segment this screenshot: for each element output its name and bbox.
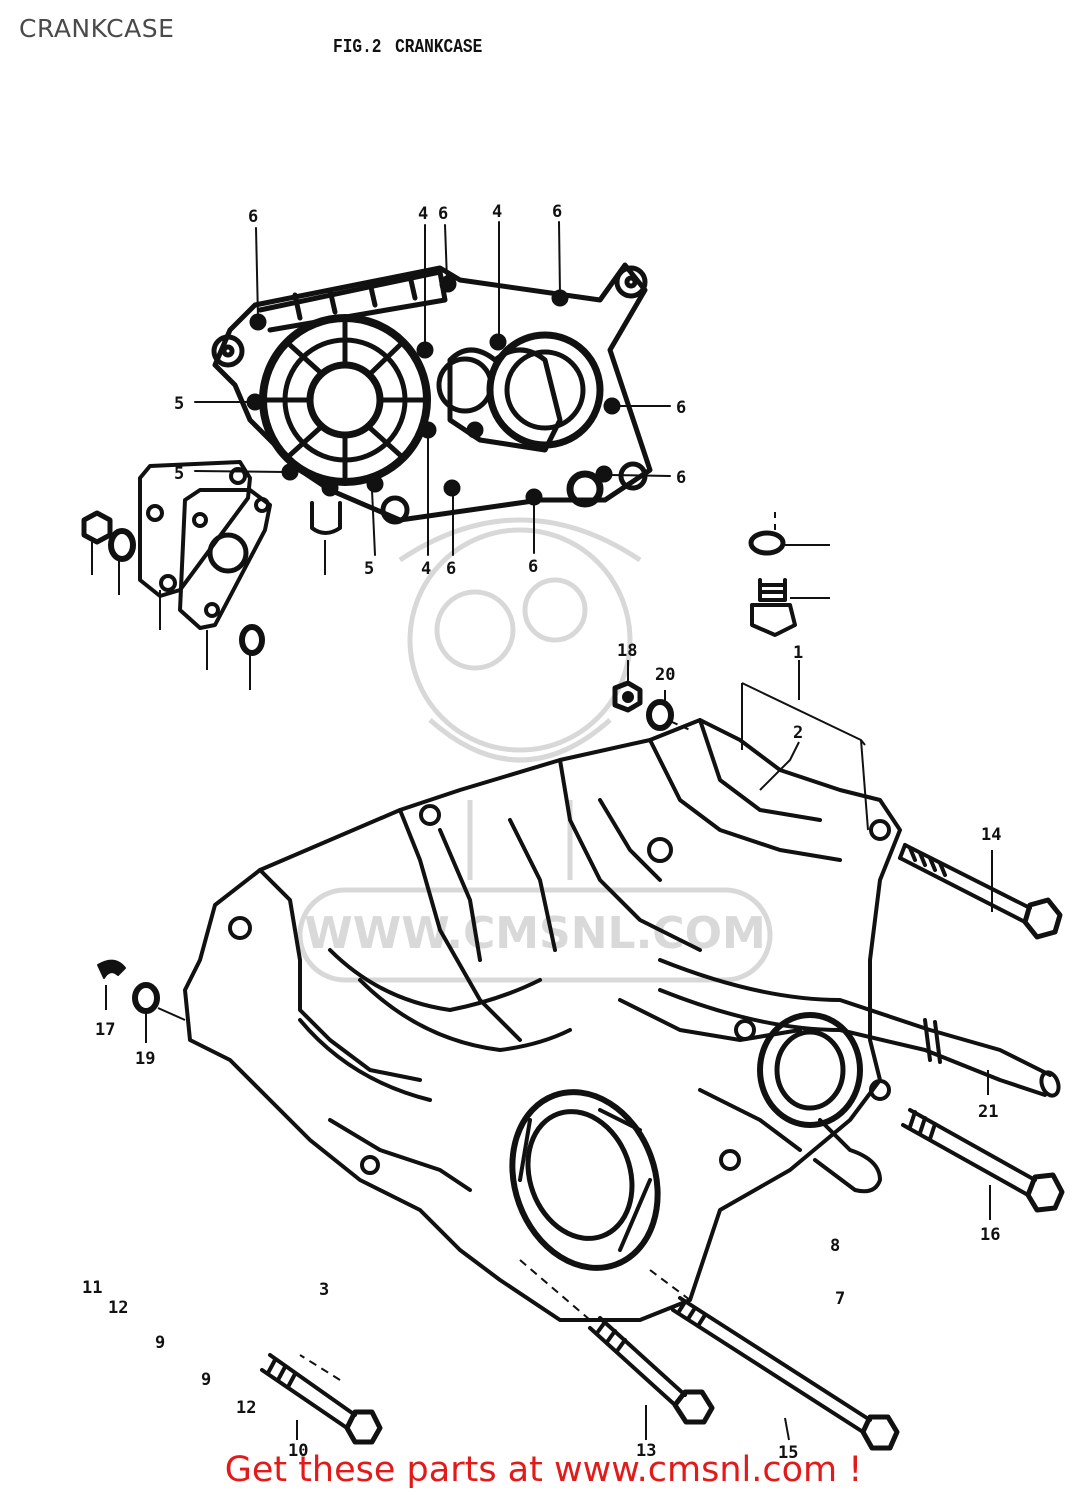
callout-label: 9 (155, 1333, 165, 1353)
parts (81, 460, 797, 1014)
part-plug-7 (750, 578, 797, 637)
part-bolt-14 (898, 843, 1063, 940)
part-washer-12b (239, 624, 265, 656)
part-washer-12a (108, 528, 136, 562)
callout-label: 8 (830, 1236, 840, 1256)
callout-label: 6 (676, 468, 686, 488)
crankcase-top-view (194, 221, 671, 556)
callout-label: 1 (793, 643, 803, 663)
callout-label: 5 (174, 464, 184, 484)
callout-label: 10 (288, 1441, 308, 1461)
callout-label: 4 (492, 202, 502, 222)
watermark-text: WWW.CMSNL.COM (304, 908, 766, 959)
callout-label: 4 (421, 559, 431, 579)
callout-label: 2 (793, 723, 803, 743)
callout-label: 19 (135, 1049, 155, 1069)
part-washer-19 (132, 982, 160, 1014)
callout-label: 6 (552, 202, 562, 222)
bolts (260, 843, 1065, 1451)
part-gaskets-9 (138, 460, 272, 630)
callout-label: 12 (108, 1298, 128, 1318)
callout-label: 16 (980, 1225, 1000, 1245)
callout-label: 9 (201, 1370, 211, 1390)
callout-label: 6 (528, 557, 538, 577)
callout-label: 6 (248, 207, 258, 227)
part-washer-8 (748, 530, 786, 556)
callout-label: 20 (655, 665, 675, 685)
callout-label: 5 (174, 394, 184, 414)
callout-label: 15 (778, 1443, 798, 1463)
callout-label: 17 (95, 1020, 115, 1040)
crankcase-exploded-view (183, 718, 1061, 1322)
part-washer-20 (646, 699, 674, 731)
callout-label: 6 (676, 398, 686, 418)
callout-label: 11 (82, 1278, 102, 1298)
figure-name: CRANKCASE (395, 36, 483, 58)
top-view-callouts: 6 4 6 4 6 5 5 6 6 5 4 6 6 (174, 202, 686, 579)
footer-promo-text: Get these parts at www.cmsnl.com ! (224, 1450, 863, 1490)
callout-label: 21 (978, 1102, 998, 1122)
callout-label: 7 (835, 1289, 845, 1309)
leader-lines (91, 510, 993, 1441)
callout-label: 6 (438, 204, 448, 224)
callout-label: 14 (981, 825, 1001, 845)
callout-label: 3 (319, 1280, 329, 1300)
callout-label: 12 (236, 1398, 256, 1418)
page-title: CRANKCASE (19, 14, 175, 43)
part-clip-17 (97, 959, 126, 979)
callout-label: 4 (418, 204, 428, 224)
part-bolt-13 (588, 1316, 715, 1425)
figure-title: FIG.2 CRANKCASE (333, 36, 496, 58)
part-bolt-16 (901, 1108, 1065, 1213)
part-nut-18 (612, 680, 643, 713)
callout-label: 6 (446, 559, 456, 579)
watermark (297, 517, 773, 983)
part-dowel-3 (310, 501, 342, 535)
callout-label: 18 (617, 641, 637, 661)
callout-label: 13 (636, 1441, 656, 1461)
part-nut-11 (81, 510, 113, 545)
part-bolt-10 (260, 1353, 383, 1445)
exploded-view-callouts: 1 2 3 7 8 9 9 10 11 12 12 13 14 15 16 17… (82, 641, 1001, 1463)
figure-number: FIG.2 (333, 36, 382, 58)
part-bolt-15 (671, 1296, 900, 1451)
callout-label: 5 (364, 559, 374, 579)
